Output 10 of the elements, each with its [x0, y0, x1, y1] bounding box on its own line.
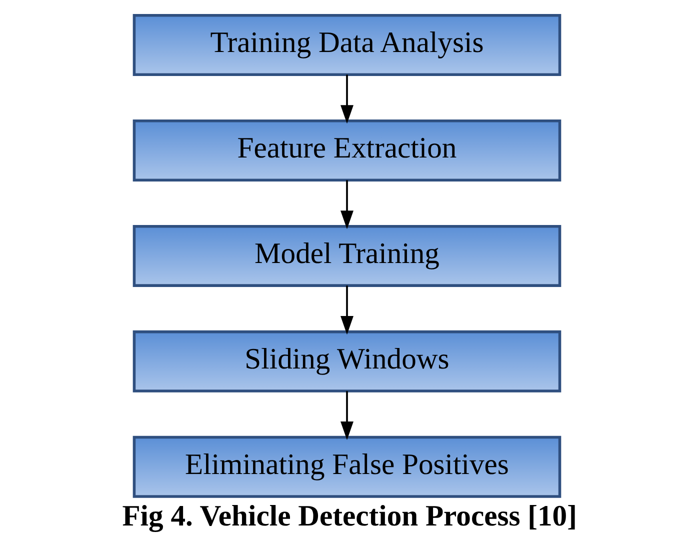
- node-box: Eliminating False Positives: [132, 436, 561, 498]
- caption: Fig 4. Vehicle Detection Process [10]: [122, 500, 576, 533]
- arrow: [340, 286, 353, 335]
- node-box: Model Training: [132, 224, 561, 287]
- node-box: Feature Extraction: [132, 120, 561, 182]
- node-box: Sliding Windows: [132, 330, 561, 392]
- arrow: [340, 180, 353, 230]
- arrow: [340, 391, 353, 440]
- node-box: Training Data Analysis: [132, 14, 561, 76]
- arrow: [340, 74, 353, 124]
